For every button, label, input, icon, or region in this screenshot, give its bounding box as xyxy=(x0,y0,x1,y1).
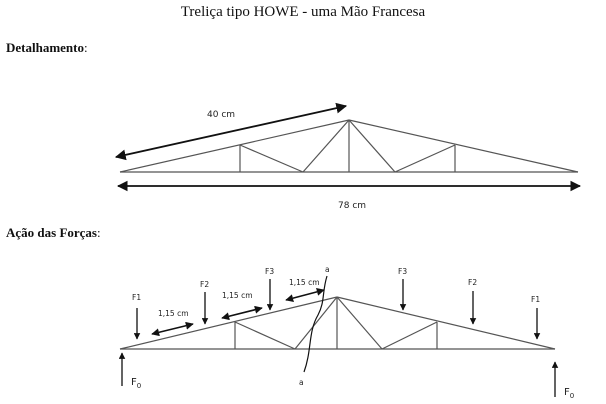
dim-rafter-label: 40 cm xyxy=(207,110,235,120)
section-cut-line xyxy=(303,275,328,373)
truss-detail-center-right-diagonal xyxy=(348,119,396,173)
truss-detail-left-rafter xyxy=(119,119,350,173)
force-f2-left-label: F2 xyxy=(200,280,209,289)
truss-forces-right-diagonal xyxy=(381,321,438,350)
section-detalhamento: Detalhamento: xyxy=(6,40,88,56)
section-acao-label: Ação das Forças xyxy=(6,225,97,240)
truss-forces-center-left-diagonal xyxy=(294,296,338,350)
truss-detail-right-diagonal xyxy=(394,144,456,173)
reaction-left-label: F0 xyxy=(131,377,141,390)
truss-detail-center-left-diagonal xyxy=(302,119,350,173)
truss-detail xyxy=(119,119,579,173)
force-f1-left-label: F1 xyxy=(132,293,141,302)
force-f1-right-label: F1 xyxy=(531,295,540,304)
section-detalhamento-label: Detalhamento xyxy=(6,40,84,55)
dim-span-label: 78 cm xyxy=(338,201,366,211)
section-cut-top-label: a xyxy=(325,265,330,274)
truss-forces-right-rafter xyxy=(336,296,556,350)
spacing-1-arrow xyxy=(151,321,194,337)
spacing-arrows xyxy=(151,287,325,337)
reaction-left-f: F xyxy=(131,377,137,388)
spacing-1-label: 1,15 cm xyxy=(158,309,189,318)
truss-forces xyxy=(119,296,556,350)
reaction-right-label: F0 xyxy=(564,387,574,400)
section-cut-bottom-label: a xyxy=(299,378,304,387)
truss-forces-left-diagonal xyxy=(234,321,296,350)
reaction-right-f: F xyxy=(564,387,570,398)
dim-rafter-arrow xyxy=(114,102,348,161)
section-detalhamento-colon: : xyxy=(84,40,88,55)
truss-forces-left-rafter xyxy=(119,296,338,350)
page-title: Treliça tipo HOWE - uma Mão Francesa xyxy=(180,4,426,20)
truss-detail-right-rafter xyxy=(348,119,579,173)
spacing-3-label: 1,15 cm xyxy=(289,278,320,287)
force-f2-right-label: F2 xyxy=(468,278,477,287)
force-f3-left-label: F3 xyxy=(265,267,274,276)
reaction-right-sub: 0 xyxy=(570,392,574,400)
section-acao-forcas: Ação das Forças: xyxy=(6,225,101,241)
section-acao-colon: : xyxy=(97,225,101,240)
reaction-arrows xyxy=(118,352,559,397)
spacing-3-arrow xyxy=(285,287,325,303)
reaction-left-sub: 0 xyxy=(137,382,141,390)
spacing-2-arrow xyxy=(221,305,263,321)
force-arrows xyxy=(133,279,541,340)
truss-forces-center-right-diagonal xyxy=(336,296,383,350)
truss-detail-left-diagonal xyxy=(239,144,304,173)
spacing-2-label: 1,15 cm xyxy=(222,291,253,300)
force-f3-right-label: F3 xyxy=(398,267,407,276)
